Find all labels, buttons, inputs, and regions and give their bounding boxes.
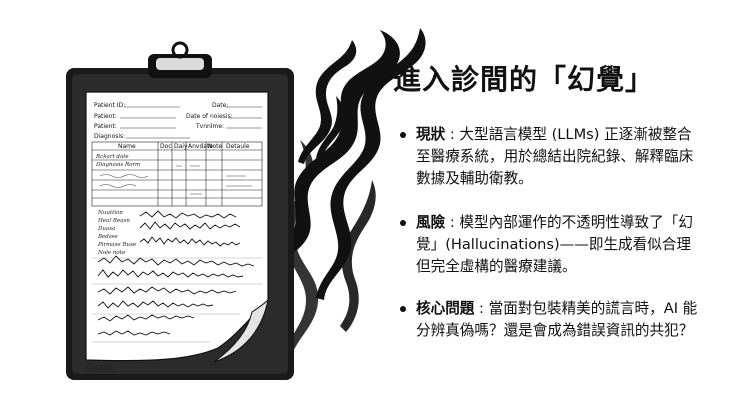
bullet-status: 現狀 : 大型語言模型 (LLMs) 正逐漸被整合至醫療系統，用於總結出院紀錄、… (398, 124, 698, 190)
svg-text:Diagnosis:: Diagnosis: (94, 133, 125, 140)
bullet-label: 現狀 (416, 126, 446, 143)
svg-text:Date:: Date: (212, 102, 228, 109)
table-header: Name Doc Daiy Anvdate Note Detaule (118, 143, 250, 150)
svg-text:Bedsse: Bedsse (97, 234, 118, 240)
svg-text:Diagnosis Rorm: Diagnosis Rorm (95, 162, 140, 168)
waveform-traces (97, 210, 255, 336)
svg-text:Patient:: Patient: (94, 113, 117, 120)
svg-text:Daiy: Daiy (174, 143, 188, 150)
record-table (91, 141, 263, 207)
bullet-label: 風險 (416, 214, 446, 231)
handwritten-notes: Rckart date Diagnosis Rorm Nuuttion Heal… (95, 154, 140, 256)
bullet-core-issue: 核心問題 : 當面對包裝精美的謊言時，AI 能分辨真偽嗎？還是會成為錯誤資訊的共… (398, 298, 698, 342)
svg-text:Doc: Doc (160, 143, 172, 150)
svg-text:Date of noiesis:: Date of noiesis: (186, 113, 233, 120)
bullet-dot-icon (400, 132, 406, 138)
svg-text:Name: Name (118, 143, 136, 150)
svg-text:Detaule: Detaule (226, 143, 250, 150)
svg-text:Rckart date: Rckart date (95, 154, 129, 160)
svg-text:Pirmase Ruse: Pirmase Ruse (97, 242, 137, 248)
svg-text:Patient ID:: Patient ID: (94, 102, 125, 109)
bullet-text: 模型內部運作的不透明性導致了「幻覺」(Hallucinations)——即生成看… (416, 214, 693, 275)
form-fields: Patient ID: Patient: Patient: Diagnosis:… (94, 102, 262, 140)
bullet-dot-icon (400, 306, 406, 312)
ink-smoke-decoration (258, 28, 426, 360)
bullet-risk: 風險 : 模型內部運作的不透明性導致了「幻覺」(Hallucinations)—… (398, 212, 698, 278)
bullet-text: 大型語言模型 (LLMs) 正逐漸被整合至醫療系統，用於總結出院紀錄、解釋臨床數… (416, 126, 694, 187)
svg-text:Tvnnlme:: Tvnnlme: (195, 123, 224, 130)
svg-text:Anvdate: Anvdate (188, 143, 213, 150)
svg-text:Duasa: Duasa (97, 226, 115, 232)
slide-title: 進入診間的「幻覺」 (393, 63, 655, 96)
bullet-list: 現狀 : 大型語言模型 (LLMs) 正逐漸被整合至醫療系統，用於總結出院紀錄、… (398, 124, 698, 364)
svg-text:Note: Note (208, 143, 223, 150)
svg-text:Heal Reasn: Heal Reasn (97, 218, 130, 224)
svg-text:Nuuttion: Nuuttion (97, 210, 123, 216)
bullet-text: 當面對包裝精美的謊言時，AI 能分辨真偽嗎？還是會成為錯誤資訊的共犯？ (416, 300, 698, 339)
svg-text:Patient:: Patient: (94, 123, 117, 130)
svg-text:Nole note: Nole note (97, 250, 126, 256)
image-credit: A.H.新聞 (85, 364, 114, 372)
bullet-dot-icon (400, 220, 406, 226)
bullet-label: 核心問題 (416, 300, 475, 317)
